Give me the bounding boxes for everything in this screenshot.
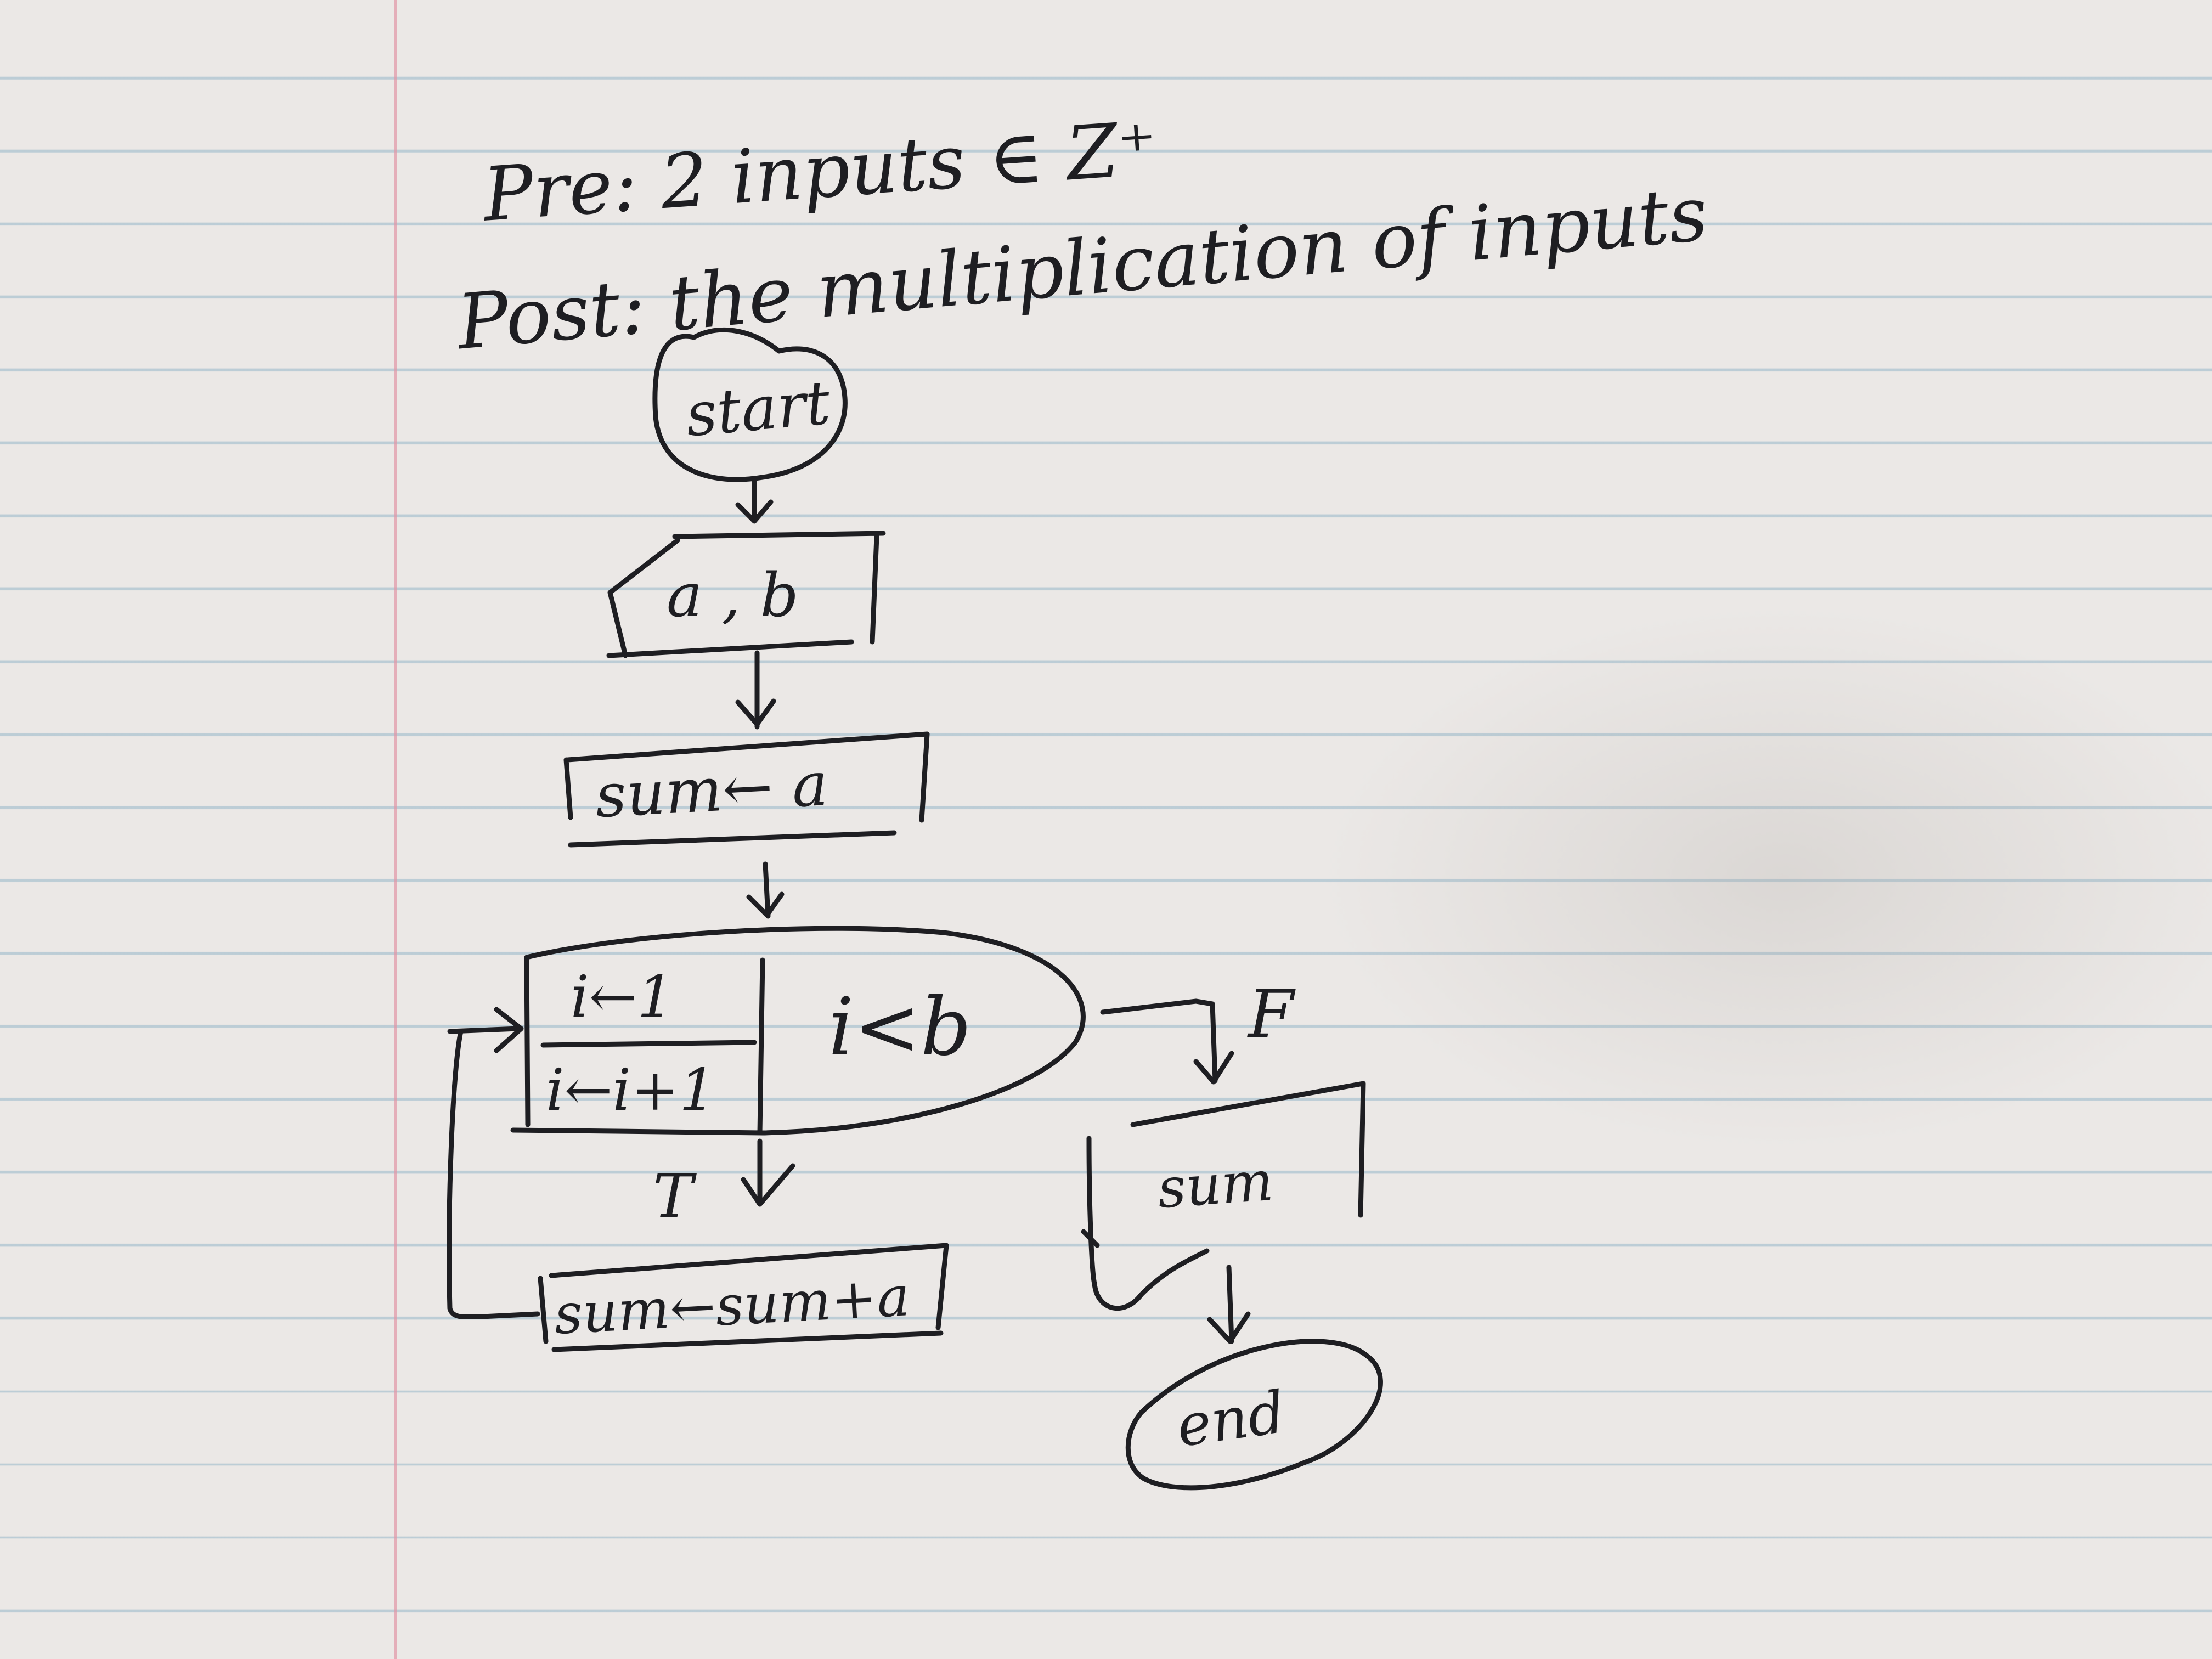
false-edge-label: F xyxy=(1248,977,1294,1053)
loop-init-label: i←1 xyxy=(571,963,674,1030)
loop-shape xyxy=(510,926,1086,1136)
arrow-start-input xyxy=(735,477,774,524)
start-label: start xyxy=(682,367,833,450)
arrow-input-init xyxy=(735,650,776,730)
body-box xyxy=(538,1243,949,1352)
output-box xyxy=(1081,1081,1366,1311)
edge-body-back-to-loop xyxy=(447,1029,540,1320)
arrow-init-loop xyxy=(746,861,785,919)
input-label: a , b xyxy=(667,560,799,630)
loop-step-label: i←i+1 xyxy=(546,1057,716,1124)
arrow-loop-body xyxy=(741,1138,795,1207)
end-label: end xyxy=(1172,1378,1289,1460)
arrow-loop-output xyxy=(1100,998,1234,1085)
end-terminator xyxy=(1125,1339,1383,1491)
output-label: sum xyxy=(1155,1148,1276,1221)
margin-line xyxy=(394,0,397,1659)
input-box xyxy=(606,531,886,658)
paper-shadow xyxy=(1317,603,2212,1152)
loop-condition-label: i<b xyxy=(828,981,972,1074)
init-box xyxy=(563,731,930,848)
init-label: sum← a xyxy=(593,748,830,832)
start-terminator xyxy=(652,327,848,482)
true-edge-label: T xyxy=(653,1161,693,1231)
arrow-output-end xyxy=(1207,1265,1251,1344)
